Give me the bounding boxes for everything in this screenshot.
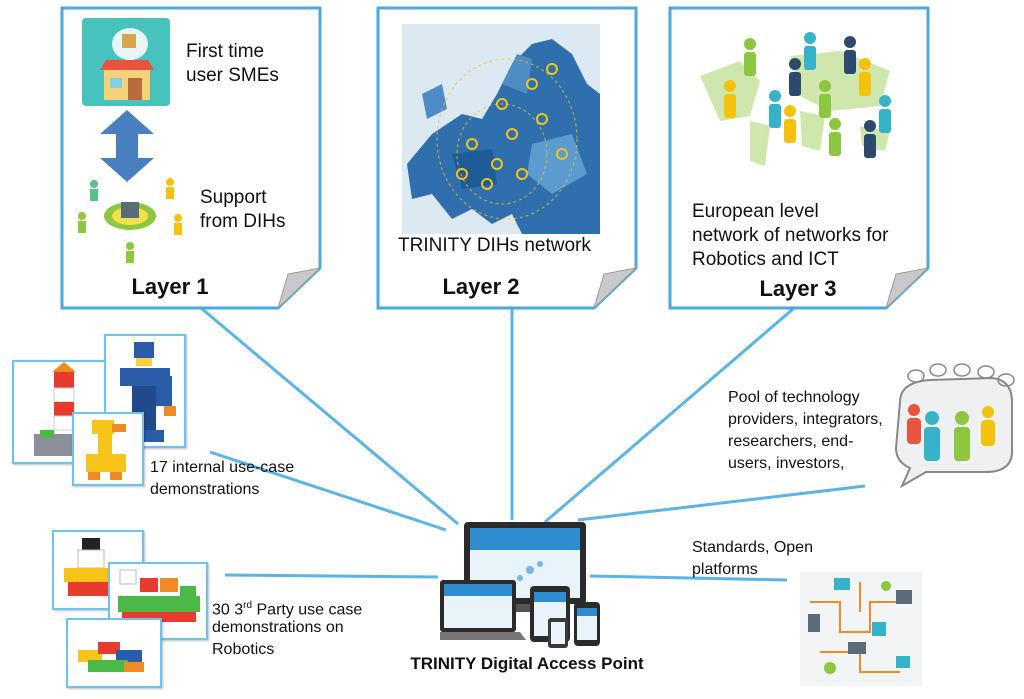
connector-third-party	[224, 573, 439, 579]
third-party-line2: demonstrations on	[212, 619, 344, 636]
layer1-dih-line1: Support	[200, 187, 267, 208]
layer2-caption: TRINITY DIHs network	[398, 235, 591, 256]
layer1-label: Layer 1	[131, 274, 209, 299]
layer2-panel: TRINITY DIHs network Layer 2	[376, 6, 638, 310]
pool-line3: researchers, end-	[728, 433, 854, 450]
third-party-line1-pre: 30 3	[212, 601, 244, 619]
connector-layer1	[194, 301, 459, 526]
internal-demos-line2: demonstrations	[150, 481, 260, 498]
sme-shop-icon	[82, 18, 170, 106]
duck-photo	[72, 412, 144, 486]
bricks-photo	[66, 618, 162, 688]
pool-line2: providers, integrators,	[728, 411, 883, 428]
layer3-label: Layer 3	[759, 276, 837, 301]
layer1-sme-line1: First time	[186, 41, 265, 62]
standards-line1: Standards, Open	[692, 539, 813, 556]
third-party-line1-post: Party use case	[252, 601, 363, 619]
europe-map	[402, 24, 600, 234]
layer1-dih-line2: from DIHs	[200, 211, 286, 232]
pool-line1: Pool of technology	[728, 389, 860, 406]
connector-standards	[589, 574, 788, 582]
internal-demos-line1: 17 internal use-case	[150, 459, 295, 476]
world-network-icon	[700, 32, 891, 166]
platforms-icon	[800, 572, 922, 686]
third-party-line1: 30 3rd Party use case	[212, 596, 362, 620]
connector-pool	[577, 484, 866, 522]
layer3-caption-line1: European level	[692, 201, 819, 222]
layer3-panel: European level network of networks for R…	[668, 6, 930, 310]
connector-layer3	[544, 301, 801, 524]
third-party-line1-sup: rd	[243, 600, 253, 611]
layer3-caption-line3: Robotics and ICT	[692, 249, 839, 270]
layer1-panel: First time user SMEs Support from DIHs L…	[60, 6, 322, 310]
speech-bubble-people-icon	[894, 363, 1015, 488]
standards-line2: platforms	[692, 561, 758, 578]
pool-line4: users, investors,	[728, 455, 845, 472]
center-label: TRINITY Digital Access Point	[410, 654, 644, 673]
double-arrow-icon	[100, 110, 154, 182]
devices-icon	[440, 522, 600, 648]
layer1-sme-line2: user SMEs	[186, 65, 279, 86]
layer3-caption-line2: network of networks for	[692, 225, 889, 246]
connector-internal-demos	[209, 450, 447, 532]
dih-support-icon	[78, 178, 182, 263]
third-party-line3: Robotics	[212, 641, 275, 658]
layer2-label: Layer 2	[442, 274, 520, 299]
